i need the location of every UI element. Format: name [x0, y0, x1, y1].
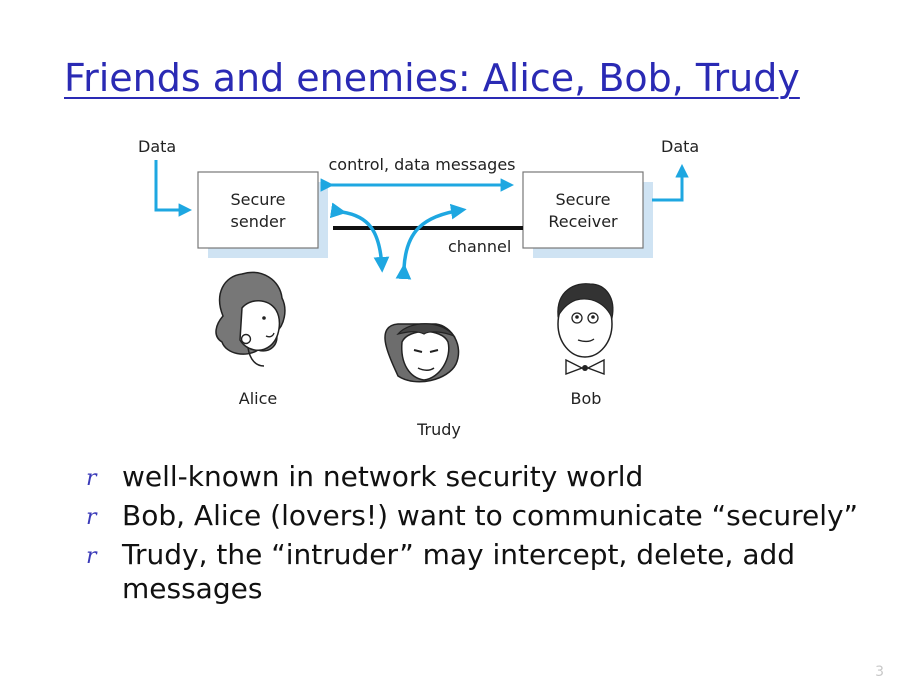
data-out-label: Data	[661, 137, 699, 156]
trudy-intercept-arrow-right	[395, 203, 467, 280]
secure-sender-box	[197, 171, 319, 249]
alice-label: Alice	[239, 389, 277, 408]
bullet-item: r Trudy, the “intruder” may intercept, d…	[84, 538, 894, 606]
bullet-item: r well-known in network security world	[84, 460, 894, 494]
bullet-text: well-known in network security world	[122, 460, 644, 493]
data-in-arrow	[154, 160, 193, 217]
bullet-text: Trudy, the “intruder” may intercept, del…	[122, 538, 796, 605]
page-number: 3	[875, 664, 884, 680]
alice-illustration	[215, 271, 286, 367]
bullet-marker: r	[86, 466, 97, 491]
sender-line2: sender	[231, 212, 286, 231]
trudy-illustration	[384, 323, 460, 383]
receiver-line2: Receiver	[548, 212, 618, 231]
diagram-canvas: Data Secure sender Secure Receiver contr…	[138, 137, 699, 439]
data-in-label: Data	[138, 137, 176, 156]
bullet-list: r well-known in network security world r…	[84, 460, 894, 611]
slide-title: Friends and enemies: Alice, Bob, Trudy	[64, 56, 800, 100]
bullet-item: r Bob, Alice (lovers!) want to communica…	[84, 499, 894, 533]
bullet-marker: r	[86, 505, 97, 530]
alice-bob-trudy-diagram: Data Secure sender Secure Receiver contr…	[130, 128, 720, 448]
receiver-line1: Secure	[555, 190, 610, 209]
channel-label: channel	[448, 237, 511, 256]
sender-line1: Secure	[230, 190, 285, 209]
data-out-arrow	[652, 163, 689, 202]
bullet-marker: r	[86, 544, 97, 569]
trudy-intercept-arrow-left	[329, 202, 390, 273]
trudy-label: Trudy	[416, 420, 461, 439]
bob-illustration	[557, 283, 614, 376]
messages-label: control, data messages	[329, 155, 516, 174]
secure-receiver-box	[522, 171, 644, 249]
bob-label: Bob	[571, 389, 602, 408]
bullet-text: Bob, Alice (lovers!) want to communicate…	[122, 499, 859, 532]
